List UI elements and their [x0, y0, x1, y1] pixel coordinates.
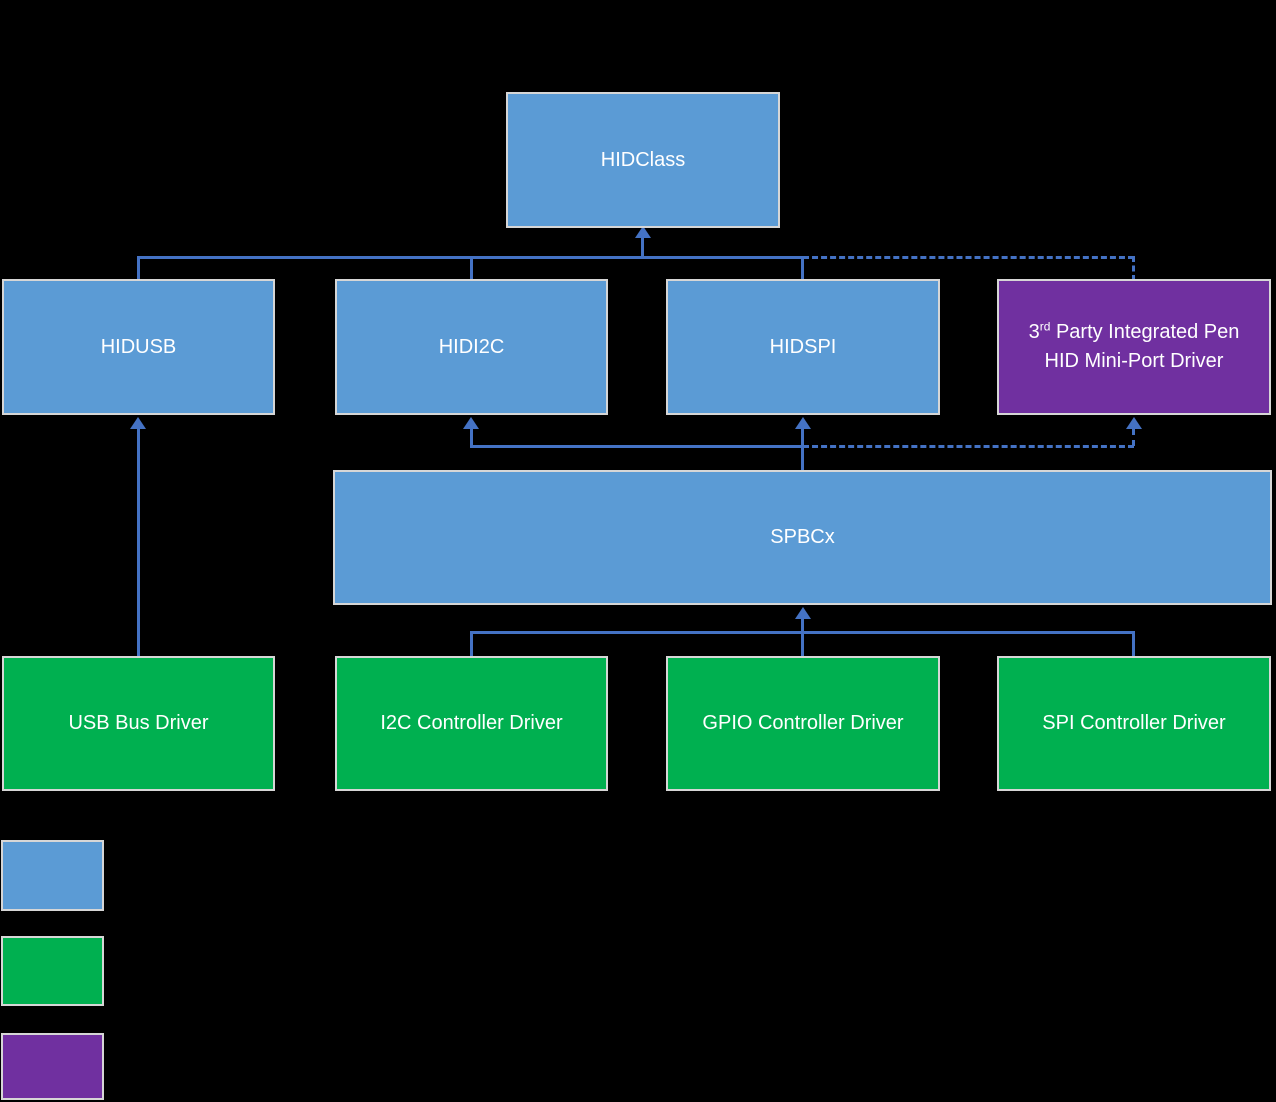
connector-gpio-bottom-stub [801, 631, 804, 656]
connector-i2c-bottom-stub [470, 631, 473, 656]
connector-spi-bottom-stub [1132, 631, 1135, 656]
node-usb-bus-driver: USB Bus Driver [2, 656, 275, 791]
node-pen-mini-port-driver: 3rd Party Integrated Pen HID Mini-Port D… [997, 279, 1271, 415]
node-spbcx-label: SPBCx [770, 526, 835, 548]
arrowhead-into-hidclass [635, 226, 651, 238]
node-gpio-controller-driver-label: GPIO Controller Driver [702, 712, 904, 734]
arrowhead-into-pen-driver [1126, 417, 1142, 429]
connector-spbcx-top-line [801, 428, 804, 470]
arrowhead-into-hidi2c [463, 417, 479, 429]
node-i2c-controller-driver: I2C Controller Driver [335, 656, 608, 791]
node-pen-mini-port-driver-label: 3rd Party Integrated Pen HID Mini-Port D… [1029, 318, 1240, 376]
connector-hidi2c-top-stub [470, 256, 473, 281]
connector-hidusb-top-stub [137, 256, 140, 281]
connector-mid-bus-dashed [803, 445, 1134, 448]
connector-hidi2c-arrow-line [470, 428, 473, 446]
connector-pen-top-stub-dashed [1132, 256, 1135, 281]
node-i2c-controller-driver-label: I2C Controller Driver [380, 712, 563, 734]
node-hidspi-label: HIDSPI [769, 335, 837, 358]
node-spbcx: SPBCx [333, 470, 1272, 605]
node-hidusb-label: HIDUSB [100, 335, 177, 358]
node-hidclass: HIDClass [506, 92, 780, 228]
connector-hidclass-arrow-line [641, 237, 644, 258]
connector-pen-bottom-line-dashed [1132, 429, 1135, 446]
node-usb-bus-driver-label: USB Bus Driver [68, 712, 209, 734]
pen-label-line1: Party Integrated Pen [1050, 321, 1240, 343]
legend-swatch-purple [1, 1033, 104, 1100]
node-hidi2c: HIDI2C [335, 279, 608, 415]
node-spi-controller-driver-label: SPI Controller Driver [1042, 712, 1226, 734]
arrowhead-into-hidusb [130, 417, 146, 429]
arrowhead-into-spbcx [795, 607, 811, 619]
node-gpio-controller-driver: GPIO Controller Driver [666, 656, 940, 791]
node-hidclass-label: HIDClass [600, 148, 686, 171]
connector-mid-bus [470, 445, 803, 448]
node-hidspi: HIDSPI [666, 279, 940, 415]
connector-top-bus-dashed [803, 256, 1134, 259]
node-hidi2c-label: HIDI2C [438, 335, 505, 358]
connector-usb-line [137, 428, 140, 656]
node-spi-controller-driver: SPI Controller Driver [997, 656, 1271, 791]
legend-swatch-blue [1, 840, 104, 911]
legend-swatch-green [1, 936, 104, 1006]
pen-label-prefix: 3 [1028, 321, 1040, 343]
pen-label-superscript: rd [1039, 319, 1051, 334]
connector-spbcx-bottom-arrow-line [801, 618, 804, 632]
node-hidusb: HIDUSB [2, 279, 275, 415]
connector-hidspi-top-stub [801, 256, 804, 281]
pen-label-line2: HID Mini-Port Driver [1044, 350, 1224, 372]
arrowhead-into-hidspi [795, 417, 811, 429]
